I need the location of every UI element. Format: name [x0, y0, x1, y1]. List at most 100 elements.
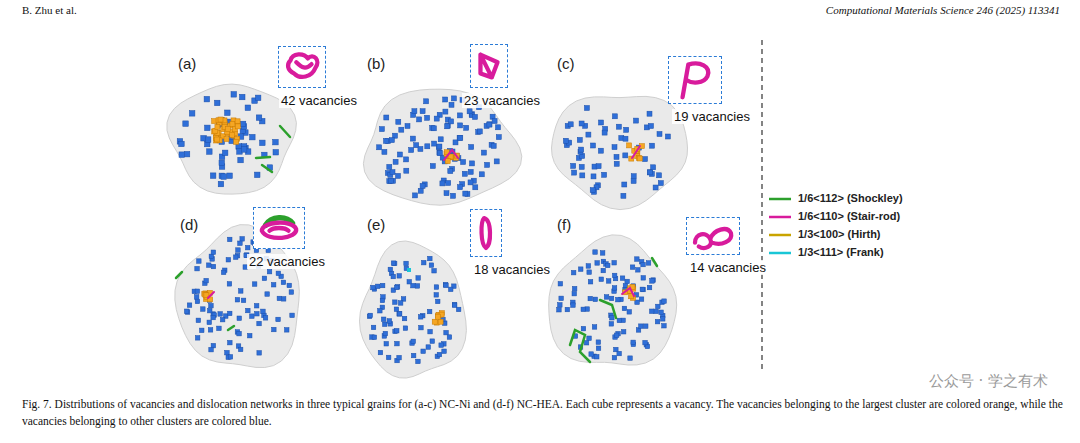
- vacancy-cube: [586, 264, 591, 269]
- vacancy-cube: [599, 120, 604, 125]
- vacancy-cube: [391, 274, 396, 279]
- cluster-cube: [435, 314, 440, 319]
- vacancy-cube: [614, 333, 619, 338]
- vacancy-cube: [456, 307, 461, 312]
- vacancy-cube: [398, 301, 403, 306]
- vacancy-cube: [419, 325, 424, 330]
- vacancy-cube: [220, 317, 225, 322]
- vacancy-count: 19 vacancies: [672, 109, 752, 124]
- vacancy-cube: [634, 118, 639, 123]
- vacancy-cube: [439, 343, 444, 348]
- vacancy-cube: [387, 319, 392, 324]
- vacancy-cube: [390, 170, 395, 175]
- dislocation-loop: [279, 47, 325, 87]
- vacancy-cube: [643, 157, 648, 162]
- vacancy-cube: [414, 143, 419, 148]
- cluster-cube: [224, 137, 229, 142]
- vacancy-cube: [591, 174, 596, 179]
- vacancy-cube: [464, 125, 469, 130]
- vacancy-cube: [207, 149, 213, 155]
- legend-label: 1/6<112> (Shockley): [798, 192, 903, 204]
- vacancy-cube: [438, 137, 443, 142]
- vacancy-cube: [209, 347, 214, 352]
- vacancy-cube: [617, 318, 622, 323]
- vacancy-cube: [208, 308, 213, 313]
- inset-frame: [470, 44, 508, 88]
- vacancy-cube: [399, 127, 404, 132]
- vacancy-cube: [384, 138, 389, 143]
- vacancy-cube: [588, 280, 593, 285]
- vacancy-cube: [222, 150, 228, 156]
- vacancy-cube: [631, 340, 636, 345]
- vacancy-cube: [273, 150, 279, 156]
- vacancy-cube: [395, 329, 400, 334]
- vacancy-cube: [591, 143, 596, 148]
- vacancy-cube: [612, 261, 617, 266]
- vacancy-cube: [621, 193, 626, 198]
- vacancy-cube: [420, 183, 425, 188]
- vacancy-cube: [404, 261, 409, 266]
- vacancy-cube: [587, 270, 592, 275]
- vacancy-cube: [630, 265, 635, 270]
- vacancy-cube: [196, 318, 201, 323]
- vacancy-cube: [250, 314, 255, 319]
- cluster-cube: [230, 122, 235, 127]
- vacancy-cube: [568, 122, 573, 127]
- vacancy-cube: [612, 286, 617, 291]
- vacancy-cube: [415, 284, 420, 289]
- vacancy-cube: [404, 157, 409, 162]
- vacancy-count: 23 vacancies: [462, 93, 542, 108]
- legend-line-sample: [768, 213, 792, 221]
- vacancy-cube: [581, 307, 586, 312]
- vacancy-cube: [426, 345, 431, 350]
- vacancy-cube: [437, 151, 442, 156]
- vacancy-cube: [641, 262, 646, 267]
- vacancy-cube: [387, 164, 392, 169]
- vacancy-cube: [623, 284, 628, 289]
- panel-label: (b): [367, 55, 385, 72]
- vacancy-cube: [473, 114, 478, 119]
- legend-label: 1/3<100> (Hirth): [798, 228, 881, 240]
- vacancy-cube: [377, 145, 382, 150]
- vacancy-cube: [402, 316, 407, 321]
- vacancy-cube: [262, 276, 267, 281]
- vacancy-cube: [609, 322, 614, 327]
- vacancy-cube: [467, 109, 472, 114]
- vacancy-cube: [396, 119, 401, 124]
- vacancy-cube: [431, 126, 436, 131]
- dislocation-loop: [471, 45, 507, 87]
- cluster-cube: [230, 133, 235, 138]
- vacancy-cube: [612, 355, 617, 360]
- vacancy-cube: [241, 147, 247, 153]
- vacancy-cube: [635, 300, 640, 305]
- vacancy-cube: [443, 109, 448, 114]
- vacancy-cube: [236, 248, 241, 253]
- vacancy-cube: [665, 134, 670, 139]
- shockley-dislocation: [280, 126, 290, 137]
- vacancy-cube: [432, 269, 437, 274]
- vacancy-cube: [616, 124, 621, 129]
- vacancy-cube: [413, 193, 418, 198]
- vacancy-cube: [393, 159, 398, 164]
- vacancy-cube: [443, 282, 448, 287]
- vacancy-cube: [225, 110, 231, 116]
- watermark: 公众号 · 学之有术: [929, 372, 1048, 391]
- inset-frame: [278, 46, 326, 88]
- vacancy-count: 18 vacancies: [472, 262, 552, 277]
- vacancy-cube: [623, 136, 628, 141]
- vacancy-cube: [240, 121, 246, 127]
- vacancy-cube: [610, 316, 615, 321]
- vacancy-cube: [563, 138, 568, 143]
- vacancy-cube: [657, 132, 662, 137]
- stair-rod-dislocation: [208, 292, 214, 298]
- vacancy-cube: [449, 287, 454, 292]
- panel-label: (e): [367, 216, 385, 233]
- vacancy-cube: [650, 309, 655, 314]
- vacancy-cube: [458, 123, 463, 128]
- vacancy-cube: [287, 283, 292, 288]
- vacancy-cube: [571, 270, 576, 275]
- vacancy-cube: [404, 168, 409, 173]
- vacancy-cube: [430, 339, 435, 344]
- vacancy-cube: [241, 298, 246, 303]
- vacancy-cube: [211, 264, 216, 269]
